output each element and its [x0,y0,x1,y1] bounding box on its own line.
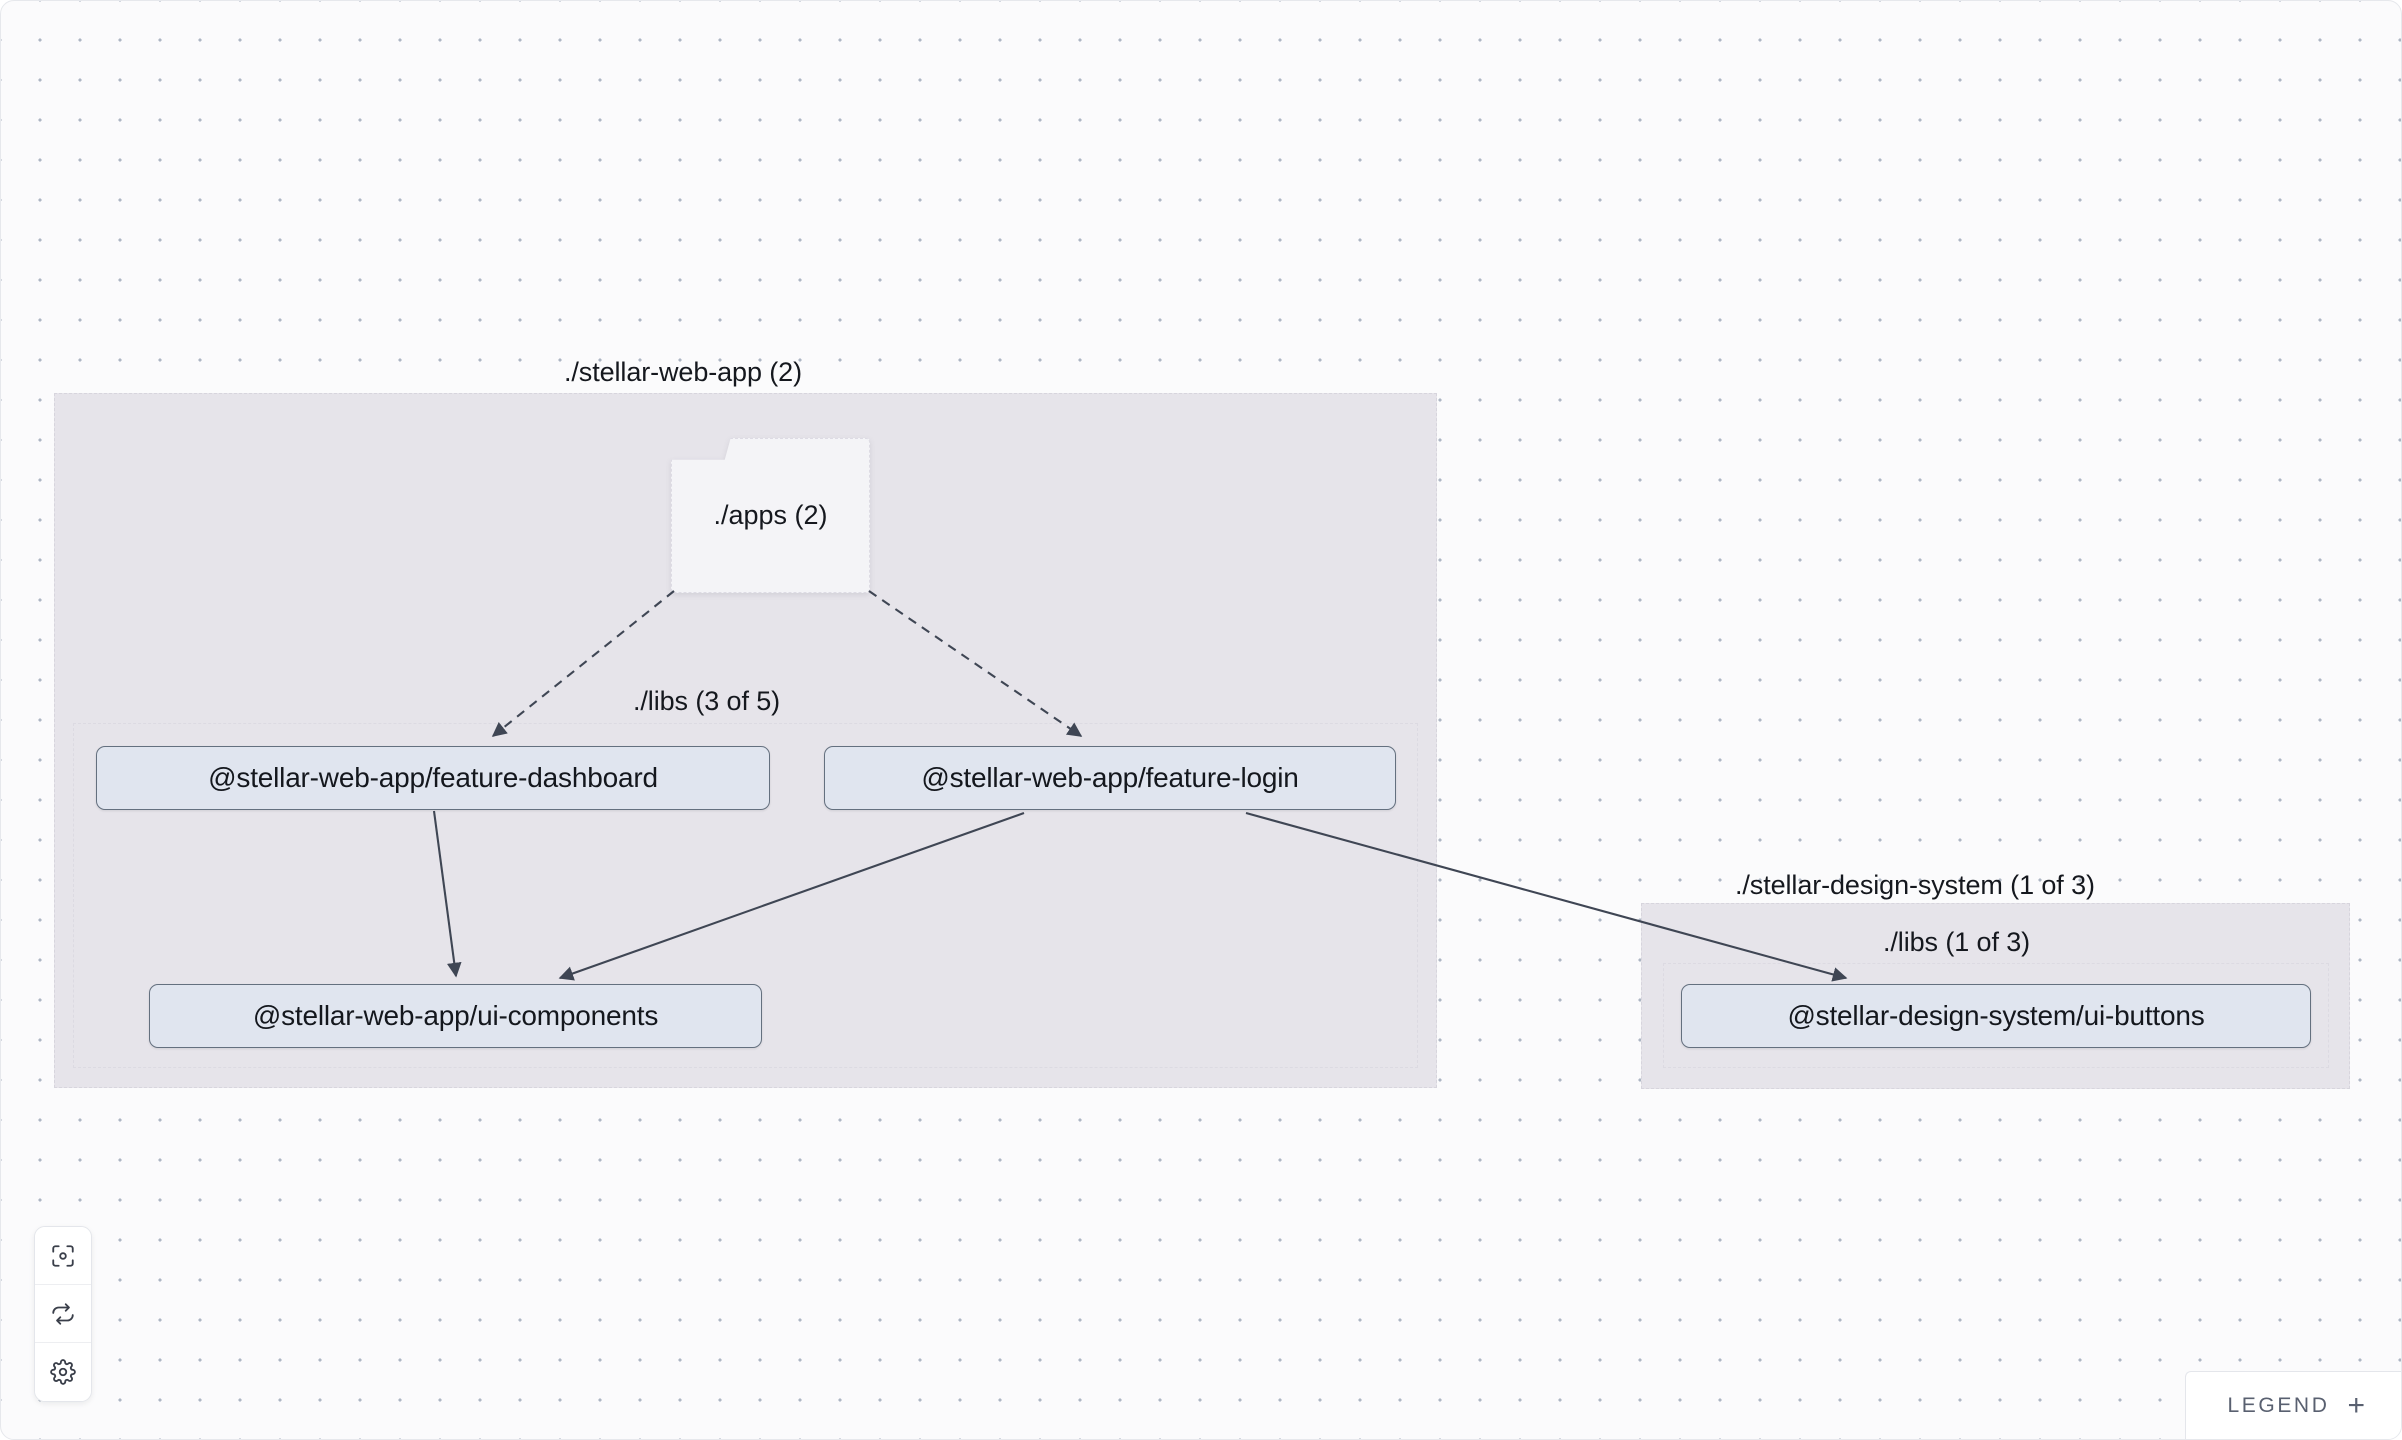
directory-container-libs-design-system[interactable] [1663,963,2329,1068]
legend-toggle[interactable]: LEGEND + [2184,1371,2401,1439]
project-label-stellar-design-system: ./stellar-design-system (1 of 3) [1735,870,2095,900]
directory-label-libs-web-app: ./libs (3 of 5) [633,686,781,716]
folder-apps[interactable]: ./apps (2) [671,438,870,593]
gear-icon [50,1359,76,1385]
node-feature-login[interactable]: @stellar-web-app/feature-login [824,746,1396,810]
plus-icon: + [2347,1388,2365,1422]
canvas-toolbar [34,1226,92,1402]
project-label-stellar-web-app: ./stellar-web-app (2) [564,357,802,387]
focus-target-icon [50,1243,76,1269]
refresh-graph-button[interactable] [35,1285,91,1343]
node-feature-dashboard[interactable]: @stellar-web-app/feature-dashboard [96,746,770,810]
node-ui-buttons[interactable]: @stellar-design-system/ui-buttons [1681,984,2311,1048]
folder-apps-label: ./apps (2) [713,500,828,530]
folder-apps-shape [671,438,870,593]
focus-graph-button[interactable] [35,1227,91,1285]
legend-label: LEGEND [2227,1393,2330,1417]
refresh-loop-icon [50,1301,76,1327]
graph-settings-button[interactable] [35,1343,91,1401]
node-ui-components[interactable]: @stellar-web-app/ui-components [149,984,762,1048]
directory-label-libs-design-system: ./libs (1 of 3) [1883,927,2031,957]
